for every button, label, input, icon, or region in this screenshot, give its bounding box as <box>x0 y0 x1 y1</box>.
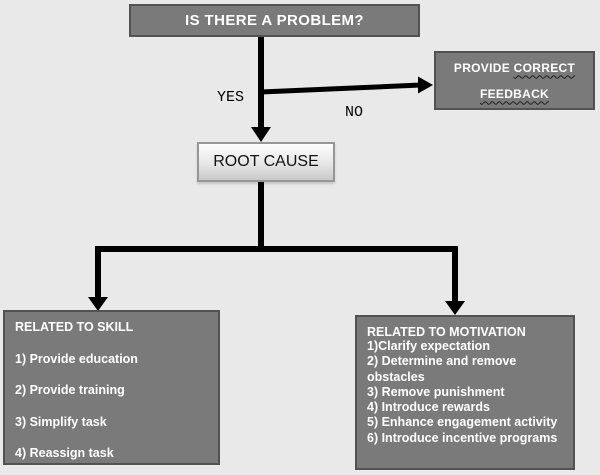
feedback-word-provide: PROVIDE <box>453 60 511 75</box>
skill-item: 1) Provide education <box>15 351 138 366</box>
skill-item: 2) Provide training <box>15 383 125 397</box>
edge-branch <box>95 246 458 302</box>
edge-motivation-arrowhead <box>445 301 465 315</box>
edge-no-arrowhead <box>418 76 433 94</box>
node-is-there-a-problem: IS THERE A PROBLEM? <box>129 4 420 37</box>
node-related-to-skill: RELATED TO SKILL 1) Provide education 2)… <box>3 310 220 465</box>
node-provide-correct-feedback: PROVIDE CORRECT FEEDBACK <box>434 51 595 110</box>
node-root-cause: ROOT CAUSE <box>197 142 335 182</box>
feedback-line-1: PROVIDE CORRECT <box>454 55 575 81</box>
problem-label: IS THERE A PROBLEM? <box>185 12 364 29</box>
feedback-word-correct: CORRECT <box>513 60 576 75</box>
motivation-item: 3) Remove punishment <box>367 384 505 399</box>
node-related-to-motivation: RELATED TO MOTIVATION 1)Clarify expectat… <box>355 315 575 470</box>
skill-title: RELATED TO SKILL <box>15 320 134 334</box>
edge-no-line <box>260 82 422 95</box>
edge-skill-arrowhead <box>88 297 108 311</box>
edge-label-yes: YES <box>217 89 245 106</box>
motivation-item: 2) Determine and remove obstacles <box>367 354 517 384</box>
feedback-line-2: FEEDBACK <box>480 81 549 107</box>
feedback-word-feedback: FEEDBACK <box>479 86 550 101</box>
motivation-item: 1)Clarify expectation <box>367 339 490 353</box>
root-cause-label: ROOT CAUSE <box>213 153 319 170</box>
motivation-item: 5) Enhance engagement activity <box>367 415 558 430</box>
motivation-item: 6) Introduce incentive programs <box>367 430 558 445</box>
edge-label-no: NO <box>345 104 364 121</box>
motivation-title: RELATED TO MOTIVATION <box>367 325 526 339</box>
skill-item: 4) Reassign task <box>15 446 114 460</box>
skill-item: 3) Simplify task <box>15 414 107 429</box>
edge-yes-arrowhead <box>251 127 271 142</box>
motivation-item: 4) Introduce rewards <box>367 400 490 415</box>
